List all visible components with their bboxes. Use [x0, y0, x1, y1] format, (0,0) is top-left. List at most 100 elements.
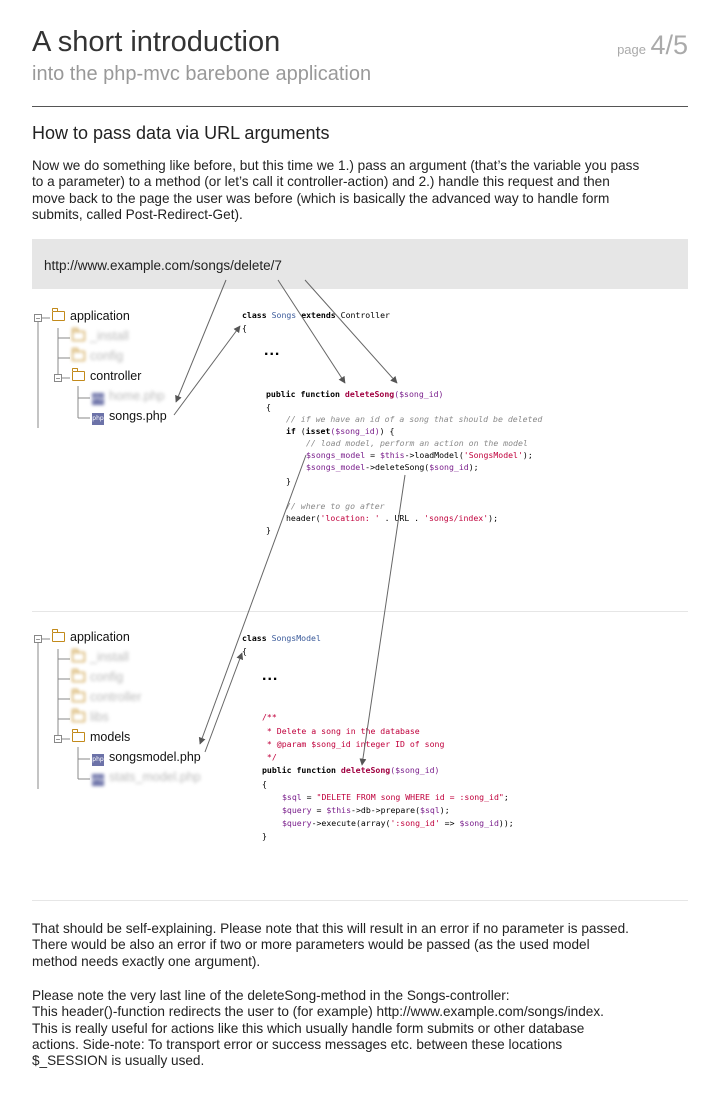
folder-icon [71, 709, 85, 722]
collapse-toggle-icon[interactable]: − [54, 374, 62, 383]
note-paragraph: Please note the very last line of the de… [32, 988, 692, 1069]
tree-item-label: _install [90, 329, 129, 343]
url-example: http://www.example.com/songs/delete/7 [44, 258, 282, 273]
section-divider [32, 611, 688, 612]
tree-item-blurred: php stats_model.php [92, 770, 201, 788]
code-doc-comment: /** [262, 712, 277, 722]
arrow-url-to-method [277, 279, 346, 384]
code-line: public function deleteSong($song_id) [262, 765, 440, 775]
page-number: 4/5 [650, 30, 688, 60]
intro-line: submits, called Post-Redirect-Get). [32, 206, 243, 222]
code-line: $songs_model = $this->loadModel('SongsMo… [306, 450, 533, 460]
tree-item-application[interactable]: application [51, 629, 130, 648]
section-divider [32, 900, 688, 901]
tree-item-label: config [90, 670, 124, 684]
code-line: $query->execute(array(':song_id' => $son… [282, 818, 514, 828]
intro-line: Now we do something like before, but thi… [32, 158, 640, 173]
tree-item-label: stats_model.php [109, 770, 201, 784]
paragraph-line: This is really useful for actions like t… [32, 1020, 585, 1036]
collapse-toggle-icon[interactable]: − [34, 314, 42, 323]
folder-icon [71, 328, 85, 341]
paragraph-line: actions. Side-note: To transport error o… [32, 1036, 563, 1052]
code-line: } [262, 831, 267, 841]
tree-item-label: controller [90, 369, 142, 383]
tree-item-label: application [70, 630, 130, 644]
code-line: $query = $this->db->prepare($sql); [282, 805, 450, 815]
arrow-load-model [198, 454, 307, 745]
code-block-model: class SongsModel { ... /** * Delete a so… [242, 632, 602, 847]
tree-item-blurred: php home.php [92, 389, 165, 407]
code-line: { [262, 779, 267, 789]
page-subtitle: into the php-mvc barebone application [32, 63, 372, 85]
code-comment: // load model, perform an action on the … [306, 438, 528, 448]
folder-icon [71, 689, 85, 702]
tree-item-label: libs [90, 710, 109, 724]
arrow-url-to-controller [175, 279, 227, 403]
tree-item-blurred: _install [71, 649, 129, 668]
arrow-url-to-param [304, 279, 398, 384]
tree-item-blurred: config [71, 348, 124, 367]
paragraph-line: method needs exactly one argument). [32, 953, 261, 969]
folder-icon [71, 368, 85, 381]
code-line: $songs_model->deleteSong($song_id); [306, 462, 479, 472]
tree-item-blurred: controller [71, 689, 141, 708]
intro-line: move back to the page the user was befor… [32, 190, 610, 206]
php-file-icon: php [92, 754, 104, 766]
arrow-file-to-class [173, 325, 241, 416]
url-example-box: http://www.example.com/songs/delete/7 [32, 239, 688, 289]
folder-icon [71, 669, 85, 682]
paragraph-line: Please note the very last line of the de… [32, 988, 510, 1003]
code-line: $sql = "DELETE FROM song WHERE id = :son… [282, 792, 509, 802]
code-block-controller: class Songs extends Controller { ... pub… [242, 309, 602, 539]
file-tree-controller: − application _install config − controll… [32, 308, 232, 438]
tree-item-blurred: libs [71, 709, 109, 728]
folder-icon [71, 348, 85, 361]
code-line: class Songs extends Controller [242, 310, 390, 320]
tree-item-songs-php[interactable]: php songs.php [92, 409, 167, 427]
code-line: header('location: ' . URL . 'songs/index… [286, 513, 498, 523]
php-file-icon: php [92, 774, 104, 786]
arrow-call-to-model-method [359, 474, 406, 766]
tree-item-application[interactable]: application [51, 308, 130, 327]
tree-item-blurred: config [71, 669, 124, 688]
paragraph-line: $_SESSION is usually used. [32, 1053, 205, 1069]
section-heading: How to pass data via URL arguments [32, 123, 330, 143]
folder-icon [71, 649, 85, 662]
code-line: if (isset($song_id)) { [286, 426, 395, 436]
intro-line: to a parameter) to a method (or let’s ca… [32, 174, 610, 190]
arrow-modelfile-to-class [204, 652, 244, 753]
collapse-toggle-icon[interactable]: − [34, 635, 42, 644]
collapse-toggle-icon[interactable]: − [54, 735, 62, 744]
code-line: { [242, 323, 247, 333]
intro-paragraph: Now we do something like before, but thi… [32, 158, 692, 223]
tree-item-blurred: _install [71, 328, 129, 347]
ellipsis: ... [264, 342, 281, 359]
code-line: class SongsModel [242, 633, 321, 643]
file-tree-models: − application _install config controller… [32, 629, 242, 799]
ellipsis: ... [262, 667, 279, 684]
tree-item-label: config [90, 349, 124, 363]
code-comment: // if we have an id of a song that shoul… [286, 414, 543, 424]
code-line: } [266, 525, 271, 535]
header-divider [32, 106, 688, 107]
paragraph-line: This header()-function redirects the use… [32, 1004, 604, 1020]
tree-item-label: songs.php [109, 409, 167, 423]
tree-item-label: application [70, 309, 130, 323]
code-doc-comment: * @param $song_id integer ID of song [262, 739, 445, 749]
php-file-icon: php [92, 393, 104, 405]
paragraph-line: There would be also an error if two or m… [32, 937, 590, 953]
page-label: page [617, 42, 646, 57]
code-doc-comment: * Delete a song in the database [262, 726, 420, 736]
code-doc-comment: */ [262, 752, 277, 762]
php-file-icon: php [92, 413, 104, 425]
page-title: A short introduction [32, 26, 281, 58]
tree-item-models[interactable]: models [71, 729, 131, 748]
code-comment: // where to go after [286, 501, 385, 511]
tree-item-label: models [90, 730, 131, 744]
tree-lines [37, 317, 90, 428]
tree-item-controller[interactable]: controller [71, 368, 142, 387]
paragraph-line: That should be self-explaining. Please n… [32, 921, 629, 936]
tree-item-label: home.php [109, 389, 165, 403]
